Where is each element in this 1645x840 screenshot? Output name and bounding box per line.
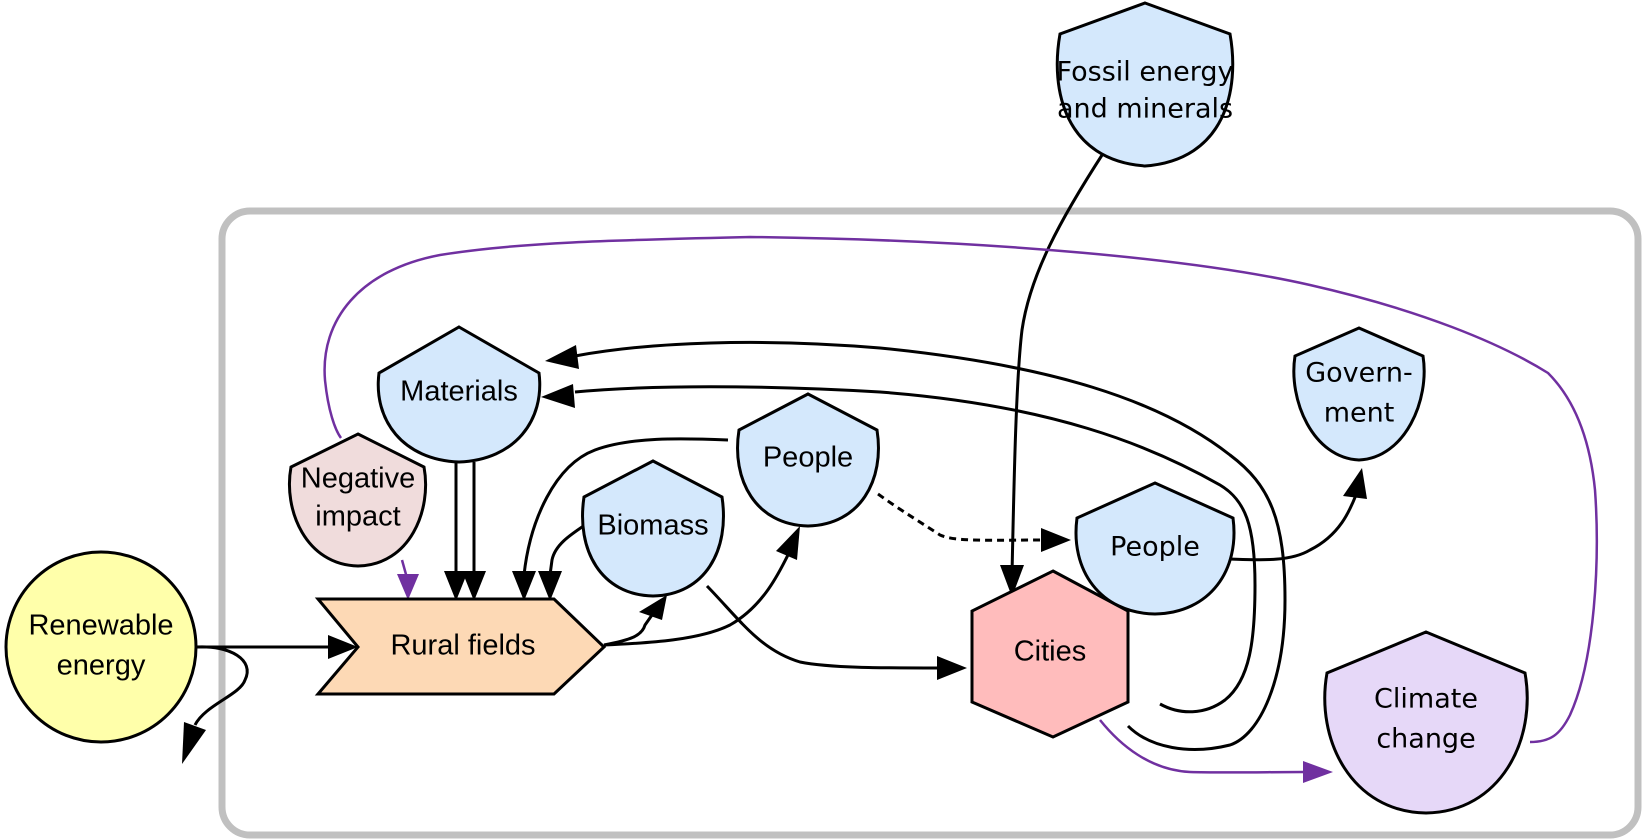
node-people-rural[interactable]: People [736,392,880,528]
fossil-label-line1: Fossil energy [1057,57,1234,88]
people-city-storage-shape [1074,481,1236,616]
node-climate-change[interactable]: Climate change [1323,630,1529,815]
fossil-label-line2: and minerals [1057,94,1233,125]
edge-fossil-to-cities [1010,151,1106,576]
node-cities[interactable]: Cities [970,569,1130,739]
node-people-city[interactable]: People [1074,481,1236,616]
materials-storage-shape [376,325,542,464]
node-rural-fields[interactable]: Rural fields [314,597,607,696]
node-negative-impact[interactable]: Negative impact [288,432,428,568]
arrowhead [462,571,486,601]
renewable-label-line1: Renewable [28,610,173,642]
edge-cities-to-climate [1099,719,1306,774]
edge-renewable-to-sink [193,645,249,726]
edge-people-to-government [1229,494,1358,562]
arrowhead [545,345,579,369]
negative-label-line2: impact [315,501,400,533]
government-label-line1: Govern- [1305,358,1413,389]
renewable-label-line2: energy [57,650,146,682]
arrowhead [328,635,358,659]
people-city-label: People [1110,532,1200,563]
cities-label: Cities [1014,636,1087,668]
edge-people-to-rural [522,437,729,576]
node-biomass[interactable]: Biomass [581,459,725,598]
arrowhead [397,574,419,600]
people-rural-storage-shape [736,392,880,528]
negative-label-line1: Negative [301,463,415,495]
negative-storage-shape [288,432,428,568]
renewable-source-shape [4,550,198,744]
biomass-storage-shape [581,459,725,598]
node-fossil-energy[interactable]: Fossil energy and minerals [1055,1,1235,168]
biomass-label: Biomass [597,510,708,542]
arrowhead [541,384,575,408]
government-storage-shape [1292,326,1426,462]
edge-biomass-to-rural [548,523,586,576]
climate-label-line1: Climate [1374,684,1478,715]
arrowhead [512,571,536,601]
node-materials[interactable]: Materials [376,325,542,464]
government-label-line2: ment [1324,398,1395,429]
arrowhead [1343,468,1367,499]
edge-people-migration [877,492,1046,542]
edge-rural-to-people [603,554,790,647]
node-government[interactable]: Govern- ment [1292,326,1426,462]
arrowhead [937,656,967,680]
arrowhead [182,722,206,764]
arrowhead [1041,528,1071,552]
edge-climate-to-negative [323,235,1598,744]
arrowhead [1303,761,1333,783]
edge-rural-to-biomass [603,614,654,647]
fossil-storage-shape [1055,1,1235,168]
system-boundary [218,207,1642,839]
edge-biomass-to-cities [705,584,941,670]
node-renewable-energy[interactable]: Renewable energy [4,550,198,744]
rural-label: Rural fields [390,630,535,662]
materials-label: Materials [400,376,518,408]
arrowhead [538,571,562,601]
rural-producer-shape [314,597,607,696]
arrowhead [1000,565,1024,597]
arrowhead [444,571,468,601]
arrowhead [776,526,800,560]
edge-cities-to-materials-outer [574,340,1287,751]
climate-label-line2: change [1376,724,1475,755]
climate-storage-shape [1323,630,1529,815]
edge-cities-to-materials-inner [574,385,1257,714]
people-rural-label: People [763,442,853,474]
arrowhead [639,595,667,620]
